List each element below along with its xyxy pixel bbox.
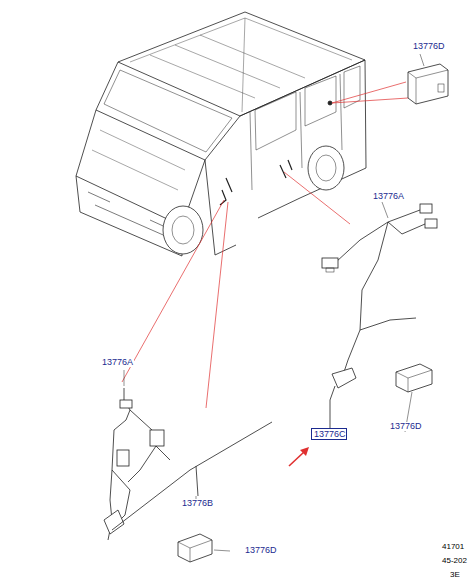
label-leaders — [124, 54, 424, 551]
callout-number: 13776D — [244, 546, 278, 555]
callout-number: 13776C — [314, 430, 344, 439]
callout-number: 13776B — [181, 499, 214, 508]
vehicle-outline — [76, 12, 366, 256]
sensor-module — [396, 364, 432, 392]
wiring-harness — [104, 388, 272, 540]
reference-code: 41701 — [441, 543, 465, 551]
reference-code: 3E — [449, 571, 461, 579]
callout-number: 13776A — [101, 358, 134, 367]
callout-number: 13776D — [412, 42, 446, 51]
pointer-arrow — [289, 447, 309, 466]
callout-number: 13776D — [389, 422, 423, 431]
callout-box: 13776C — [311, 428, 347, 440]
wiring-harness — [322, 204, 437, 428]
reference-code: 45-202 — [441, 557, 468, 565]
leader-lines — [122, 82, 408, 408]
sensor-module — [408, 64, 448, 104]
sensor-module — [178, 534, 212, 562]
callout-number: 13776A — [372, 192, 405, 201]
